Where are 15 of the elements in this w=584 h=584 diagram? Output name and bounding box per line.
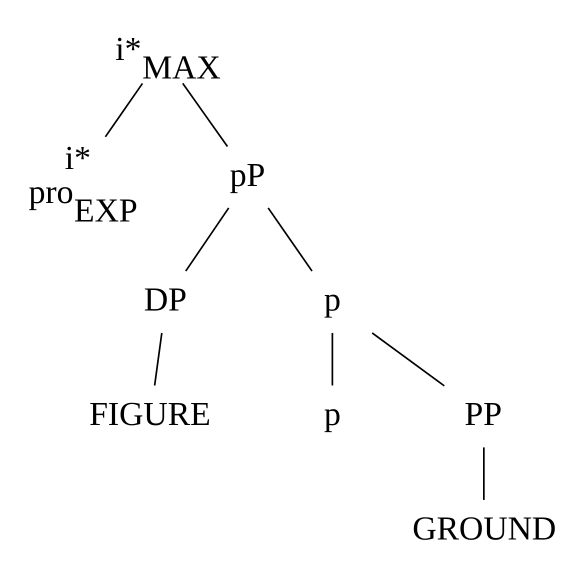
connector xyxy=(483,447,485,500)
connector xyxy=(104,82,144,138)
node-text: GROUND xyxy=(412,510,556,548)
node-text: DP xyxy=(144,282,187,319)
connector xyxy=(182,82,228,148)
connector xyxy=(154,332,163,386)
connector xyxy=(372,332,445,387)
connector xyxy=(185,207,230,272)
node-text: FIGURE xyxy=(89,396,211,433)
node-text: PP xyxy=(464,396,502,433)
node-text: p xyxy=(324,282,341,319)
node-text: pP xyxy=(230,156,266,194)
connector xyxy=(332,332,334,386)
node-text: p xyxy=(324,396,341,433)
connector xyxy=(268,207,313,272)
